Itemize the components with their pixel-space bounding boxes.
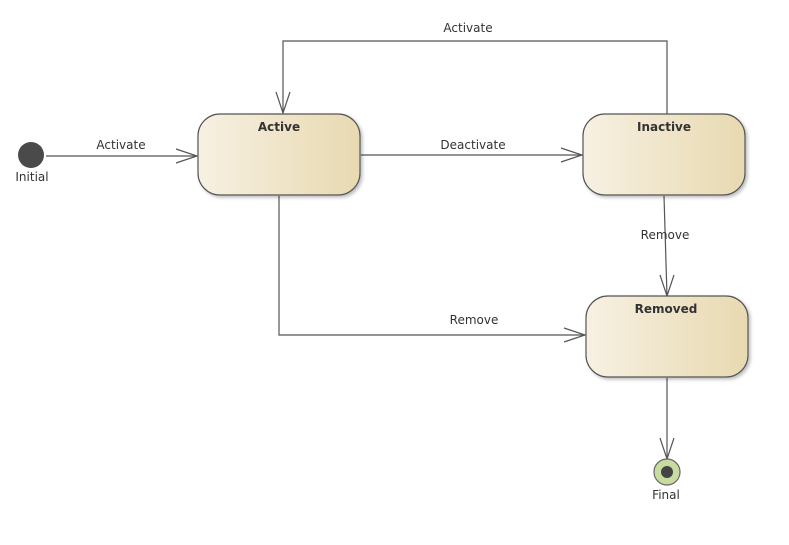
transition-initial-to-active[interactable]: Activate <box>46 138 199 164</box>
transition-active-to-removed[interactable]: Remove <box>278 196 587 343</box>
transition-label-activate: Activate <box>96 138 145 152</box>
transition-label-deactivate: Deactivate <box>440 138 505 152</box>
final-node-label: Final <box>652 488 680 502</box>
state-removed-name: Removed <box>635 302 698 316</box>
initial-node-label: Initial <box>15 170 48 184</box>
final-node[interactable]: Final <box>652 458 681 502</box>
state-active-name: Active <box>258 120 300 134</box>
state-removed-box <box>585 295 749 378</box>
state-active[interactable]: Active <box>197 113 361 196</box>
state-active-box <box>197 113 361 196</box>
transition-label-activate-loop: Activate <box>443 21 492 35</box>
transition-active-to-inactive[interactable]: Deactivate <box>361 138 584 163</box>
state-inactive-name: Inactive <box>637 120 691 134</box>
initial-node-dot <box>18 142 44 168</box>
state-removed[interactable]: Removed <box>585 295 749 378</box>
transition-label-remove-from-active: Remove <box>450 313 499 327</box>
transition-inactive-to-active[interactable]: Activate <box>275 21 668 115</box>
initial-node[interactable]: Initial <box>15 142 49 184</box>
transition-removed-to-final[interactable] <box>659 378 675 461</box>
transition-inactive-to-removed[interactable]: Remove <box>641 195 690 298</box>
state-inactive-box <box>582 113 746 196</box>
transition-label-remove-from-inactive: Remove <box>641 228 690 242</box>
final-node-dot <box>661 466 673 478</box>
state-inactive[interactable]: Inactive <box>582 113 746 196</box>
